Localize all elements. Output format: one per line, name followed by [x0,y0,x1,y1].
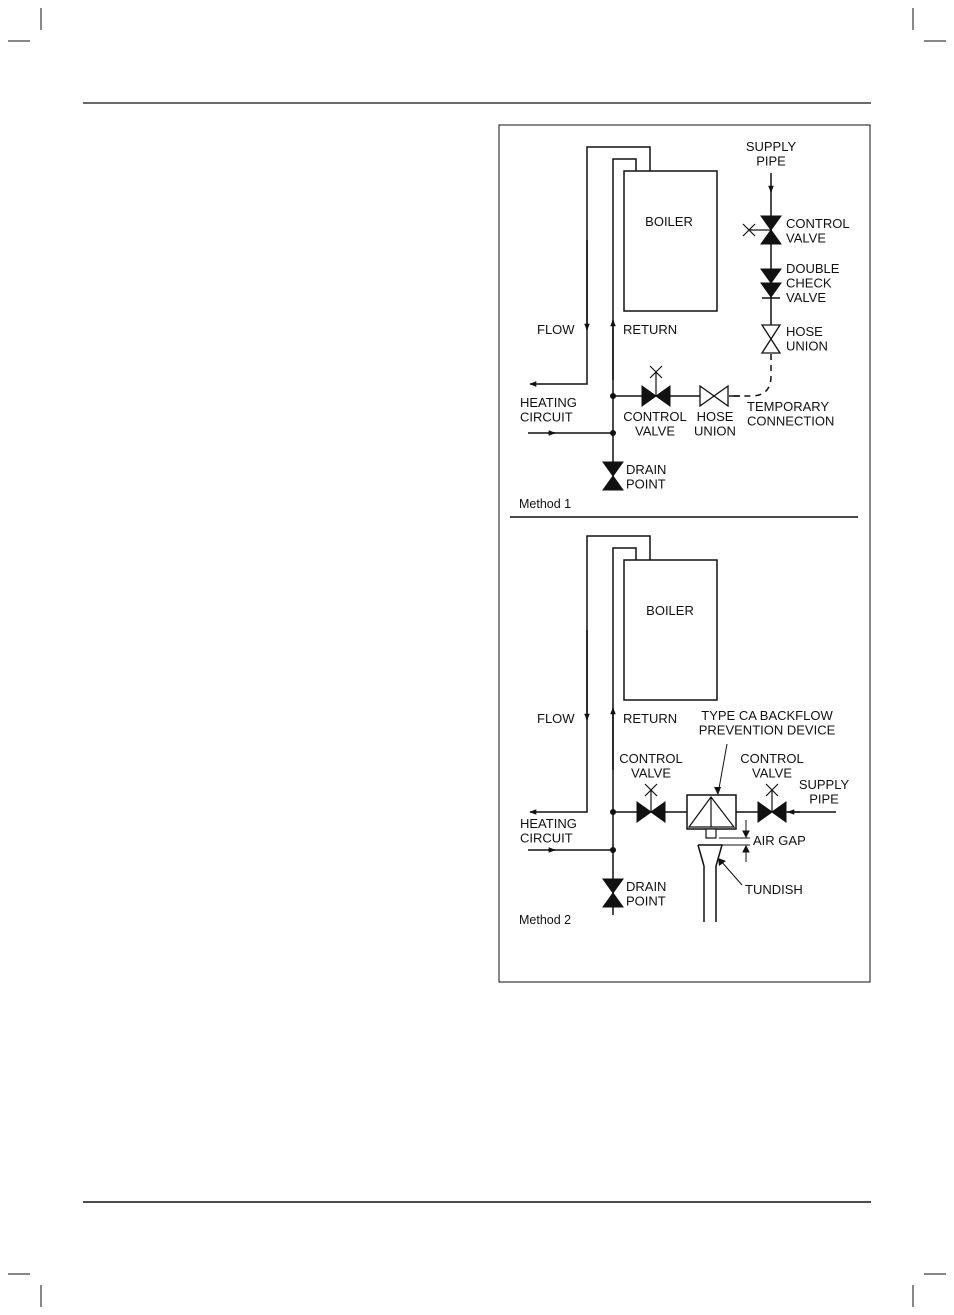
flow-pipe-1 [530,147,650,384]
method-1-fittings [603,216,781,490]
junction-dot [610,847,616,853]
air-gap-label: AIR GAP [753,833,806,848]
boiler-1 [624,171,717,311]
temporary-connection-line [733,354,771,396]
junction-dot [610,809,616,815]
flow-label: FLOW [537,322,575,337]
flow-label: FLOW [537,711,575,726]
crop-marks [8,8,946,1307]
junction-dot [610,393,616,399]
tundish-label: TUNDISH [745,882,803,897]
backflow-leader [718,744,727,794]
junction-dot [610,430,616,436]
tundish-leader [720,860,742,885]
return-label: RETURN [623,711,677,726]
boiler-label: BOILER [646,603,694,618]
method-caption: Method 2 [519,913,571,927]
figure-frame [499,125,870,982]
hose-union-icon [762,325,780,353]
method-1-diagram [528,147,771,490]
tundish-shape [698,845,722,922]
return-label: RETURN [623,322,677,337]
hose-union-icon [700,386,728,406]
boiler-2 [624,560,717,700]
double-check-valve-icon [761,269,781,297]
drain-point-icon [603,879,623,907]
boiler-label: BOILER [645,214,693,229]
drain-point-icon [603,462,623,490]
method-caption: Method 1 [519,497,571,511]
